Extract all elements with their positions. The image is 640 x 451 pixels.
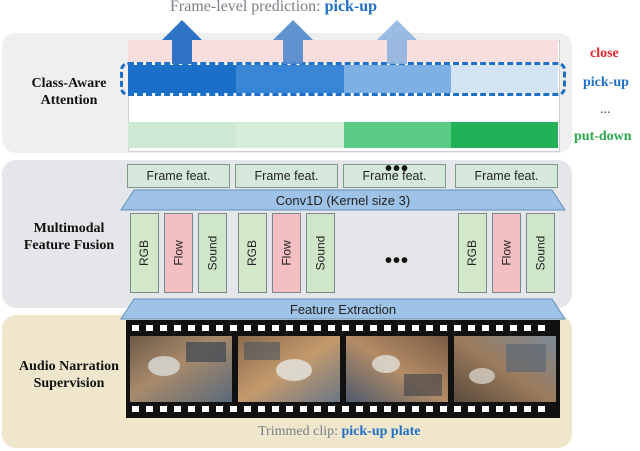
stage-label-attention-line1: Class-Aware (31, 76, 107, 91)
class-label-close: close (590, 46, 619, 61)
heat-cell (128, 122, 236, 148)
heat-cell (451, 40, 558, 62)
modality-sound: Sound (526, 213, 555, 293)
modality-rgb-label: RGB (137, 239, 152, 267)
modality-sound: Sound (306, 213, 335, 293)
heat-cell (451, 65, 558, 93)
modality-flow: Flow (272, 213, 301, 293)
clip-caption-prefix: Trimmed clip: (258, 424, 342, 439)
heat-cell (236, 122, 344, 148)
prediction-title: Frame-level prediction: pick-up (170, 0, 377, 16)
heat-row-pick-up (128, 65, 558, 93)
class-label-put-down: put-down (574, 129, 632, 144)
conv1d-label: Conv1D (Kernel size 3) (275, 192, 411, 208)
stage-label-attention: Class-Aware Attention (14, 75, 124, 109)
prediction-title-prefix: Frame-level prediction: (170, 0, 325, 15)
stage-label-supervision: Audio Narration Supervision (10, 358, 128, 392)
modality-flow: Flow (492, 213, 521, 293)
modality-flow-label: Flow (279, 240, 294, 266)
stage-label-fusion-line1: Multimodal (33, 221, 105, 236)
modality-rgb-label: RGB (465, 239, 480, 267)
feature-extraction-label: Feature Extraction (289, 301, 397, 317)
heat-row-put-down (128, 122, 558, 148)
modality-sound-label: Sound (205, 235, 220, 271)
modality-sound: Sound (198, 213, 227, 293)
highlight-dashed-box (120, 62, 566, 96)
modality-ellipsis: ••• (385, 250, 410, 272)
frame-feat-box: Frame feat. (343, 164, 446, 188)
heat-cell (344, 122, 451, 148)
modality-flow-label: Flow (171, 240, 186, 266)
modality-rgb-label: RGB (245, 239, 260, 267)
frame-feat-box: Frame feat. (455, 164, 558, 188)
film-perforations-top (132, 325, 545, 331)
modality-group: RGB Flow Sound (455, 210, 558, 296)
film-frame-4 (454, 336, 556, 402)
modality-rgb: RGB (238, 213, 267, 293)
up-arrow-icon (273, 20, 313, 64)
up-arrow-icon (377, 20, 417, 64)
feature-extraction-trapezoid (120, 298, 566, 320)
class-label-pick-up: pick-up (583, 75, 629, 90)
clip-caption: Trimmed clip: pick-up plate (258, 424, 420, 440)
modality-group: RGB Flow Sound (235, 210, 338, 296)
modality-flow: Flow (164, 213, 193, 293)
heat-cell (128, 65, 236, 93)
frame-feat-box: Frame feat. (235, 164, 338, 188)
prediction-arrows (162, 20, 417, 64)
film-strip (126, 320, 560, 418)
film-frame-3 (346, 336, 448, 402)
modality-flow-label: Flow (499, 240, 514, 266)
up-arrow-icon (162, 20, 202, 64)
heat-cell (236, 65, 344, 93)
stage-label-attention-line2: Attention (40, 93, 98, 108)
film-perforations-bottom (132, 406, 545, 412)
modality-sound-label: Sound (313, 235, 328, 271)
heat-cell (451, 122, 558, 148)
stage-label-fusion-line2: Feature Fusion (23, 238, 115, 253)
modality-rgb: RGB (130, 213, 159, 293)
stage-label-supervision-line2: Supervision (33, 376, 105, 391)
clip-caption-highlight: pick-up plate (341, 424, 421, 439)
modality-group: RGB Flow Sound (127, 210, 230, 296)
class-label-ellipsis: ... (600, 102, 611, 117)
modality-sound-label: Sound (533, 235, 548, 271)
film-frame-1 (130, 336, 232, 402)
frame-feat-box: Frame feat. (127, 164, 230, 188)
heat-cell (344, 65, 451, 93)
conv1d-trapezoid (120, 189, 566, 211)
film-frame-2 (238, 336, 340, 402)
frame-feat-ellipsis: ••• (385, 158, 410, 180)
modality-rgb: RGB (458, 213, 487, 293)
stage-label-fusion: Multimodal Feature Fusion (14, 220, 124, 254)
prediction-title-highlight: pick-up (324, 0, 378, 15)
stage-label-supervision-line1: Audio Narration (19, 359, 119, 374)
